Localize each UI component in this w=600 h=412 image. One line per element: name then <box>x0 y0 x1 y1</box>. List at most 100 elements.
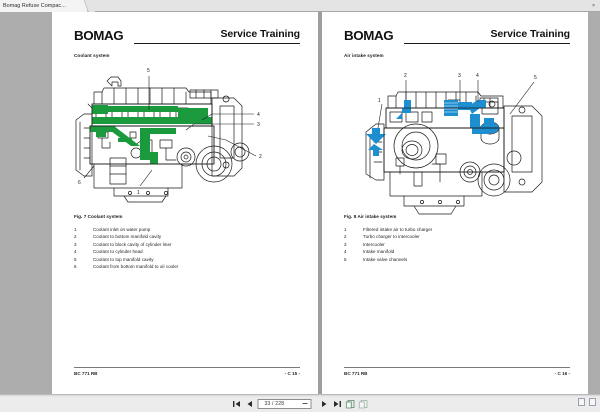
coolant-highlight-overlay <box>90 105 212 164</box>
last-page-icon[interactable] <box>333 398 343 409</box>
document-type-label: Service Training <box>490 28 570 40</box>
close-icon[interactable]: × <box>591 2 595 9</box>
callout-leaders <box>377 80 535 129</box>
footer-page-number: - C 15 - <box>284 371 300 376</box>
callout-leaders <box>83 76 257 187</box>
svg-text:2: 2 <box>404 73 407 79</box>
legend-number: 1 <box>74 227 77 232</box>
legend-coolant: 1 Coolant inlet on water pump 2 Coolant … <box>74 226 300 270</box>
legend-number: 5 <box>74 256 77 262</box>
document-page-right: BOMAG Service Training Air intake system <box>322 12 588 394</box>
header-rule <box>404 43 570 44</box>
first-page-icon[interactable] <box>232 398 242 409</box>
page-header-left: BOMAG Service Training <box>74 26 300 48</box>
legend-item: 4 Coolant to cylinder head <box>74 248 300 255</box>
page-header-right: BOMAG Service Training <box>344 26 570 48</box>
browser-tab-active[interactable]: Bomag Refuse Compac... <box>0 0 88 12</box>
legend-item: 1 Coolant inlet on water pump <box>74 226 300 233</box>
legend-item: 2 Coolant to bottom manifold cavity <box>74 233 300 240</box>
document-viewport[interactable]: BOMAG Service Training Coolant system <box>0 12 600 394</box>
document-page-left: BOMAG Service Training Coolant system <box>52 12 318 394</box>
figure-air-intake-system: 1 2 3 4 5 <box>344 62 570 215</box>
legend-text: Coolant to bottom manifold cavity <box>93 234 162 240</box>
footer-rule <box>344 367 570 368</box>
legend-number: 2 <box>344 234 347 240</box>
svg-text:3: 3 <box>257 122 260 128</box>
legend-text: Coolant to cylinder head <box>93 249 143 255</box>
legend-text: Coolant to block cavity of cylinder line… <box>93 241 172 247</box>
svg-text:3: 3 <box>458 73 461 79</box>
figure-coolant-system: 5 4 3 2 1 6 <box>74 62 300 212</box>
browser-tab-strip: Bomag Refuse Compac... × <box>0 0 600 12</box>
footer-model: BC 771 RB <box>74 371 98 376</box>
figure-caption-coolant: Fig. 7 Coolant system <box>74 214 123 219</box>
view-mode-icon-2[interactable] <box>589 398 596 406</box>
page-footer-left: BC 771 RB - C 15 - <box>74 367 300 376</box>
facing-page-view-icon[interactable] <box>358 398 369 409</box>
legend-text: Intake manifold <box>363 249 395 255</box>
callout-numbers: 1 2 3 4 5 <box>378 73 537 104</box>
svg-text:5: 5 <box>147 68 150 74</box>
page-number-value: 33 / 228 <box>264 400 285 407</box>
page-footer-right: BC 771 RB - C 16 - <box>344 367 570 376</box>
footer-model: BC 771 RB <box>344 371 368 376</box>
legend-text: Coolant inlet on water pump <box>93 227 151 232</box>
footer-page-number: - C 16 - <box>554 371 570 376</box>
facing-page-glyph <box>358 399 368 408</box>
svg-text:6: 6 <box>78 180 81 186</box>
legend-item: 5 Coolant to top manifold cavity <box>74 256 300 263</box>
legend-number: 5 <box>344 256 347 262</box>
legend-number: 3 <box>74 241 77 247</box>
single-page-view-icon[interactable] <box>345 398 356 409</box>
legend-number: 1 <box>344 227 347 232</box>
legend-item: 5 Intake valve channels <box>344 256 570 263</box>
footer-rule <box>74 367 300 368</box>
next-page-glyph <box>322 400 327 407</box>
view-mode-icon-1[interactable] <box>578 398 585 406</box>
first-page-glyph <box>233 400 240 407</box>
legend-item: 2 Turbo charger to intercooler <box>344 233 570 240</box>
svg-text:4: 4 <box>257 112 260 118</box>
legend-text: Turbo charger to intercooler <box>363 234 420 240</box>
document-type-label: Service Training <box>220 28 300 40</box>
svg-text:5: 5 <box>534 75 537 81</box>
dropdown-dash-icon[interactable] <box>302 402 308 404</box>
legend-text: Coolant to top manifold cavity <box>93 256 154 262</box>
browser-tab-title: Bomag Refuse Compac... <box>3 3 66 9</box>
legend-number: 6 <box>74 264 77 270</box>
next-page-icon[interactable] <box>320 398 330 409</box>
page-number-input[interactable]: 33 / 228 <box>257 398 312 409</box>
toolbar-right-group <box>578 398 596 406</box>
legend-item: 6 Coolant from bottom manifold to oil co… <box>74 263 300 270</box>
legend-number: 2 <box>74 234 77 240</box>
legend-number: 4 <box>74 249 77 255</box>
page-divider <box>318 12 322 394</box>
section-title-air-intake: Air intake system <box>344 53 384 58</box>
section-title-coolant: Coolant system <box>74 53 110 58</box>
header-rule <box>134 43 300 44</box>
single-page-glyph <box>345 399 355 408</box>
legend-item: 1 Filtered intake air to turbo charger <box>344 226 570 233</box>
legend-number: 3 <box>344 241 347 247</box>
legend-air-intake: 1 Filtered intake air to turbo charger 2… <box>344 226 570 263</box>
viewer-toolbar: 33 / 228 <box>0 394 600 412</box>
legend-item: 3 Coolant to block cavity of cylinder li… <box>74 241 300 248</box>
legend-text: Coolant from bottom manifold to oil cool… <box>93 264 179 270</box>
last-page-glyph <box>334 400 341 407</box>
legend-text: Filtered intake air to turbo charger <box>363 227 433 232</box>
callout-numbers: 5 4 3 2 1 6 <box>78 68 262 196</box>
bomag-logo: BOMAG <box>74 28 124 43</box>
legend-item: 4 Intake manifold <box>344 248 570 255</box>
air-intake-engine-diagram: 1 2 3 4 5 <box>365 73 543 215</box>
bomag-logo: BOMAG <box>344 28 394 43</box>
prev-page-icon[interactable] <box>245 398 255 409</box>
svg-text:1: 1 <box>137 190 140 196</box>
svg-text:2: 2 <box>259 154 262 160</box>
legend-number: 4 <box>344 249 347 255</box>
coolant-engine-diagram: 5 4 3 2 1 6 <box>75 68 262 203</box>
svg-text:4: 4 <box>476 73 479 79</box>
toolbar-top-shadow <box>0 395 600 397</box>
legend-text: Intake valve channels <box>363 256 408 262</box>
figure-caption-air-intake: Fig. 8 Air intake system <box>344 214 397 219</box>
prev-page-glyph <box>247 400 252 407</box>
